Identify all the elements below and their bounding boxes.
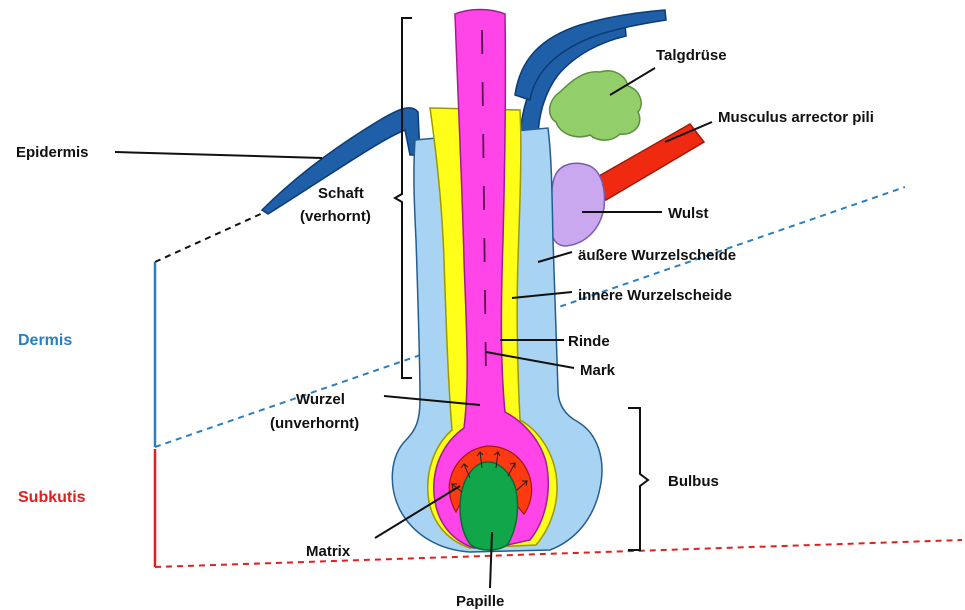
- wulst-label: Wulst: [668, 205, 709, 222]
- wurzel-label: Wurzel: [296, 391, 345, 408]
- sebaceous-gland-shape: [550, 71, 642, 140]
- rinde-label: Rinde: [568, 333, 610, 350]
- talgdruese-label: Talgdrüse: [656, 47, 727, 64]
- bulbus-bracket: [628, 408, 648, 550]
- musculus-label: Musculus arrector pili: [718, 109, 874, 126]
- aeussere-label: äußere Wurzelscheide: [578, 247, 736, 264]
- epidermis-label: Epidermis: [16, 144, 89, 161]
- bulbus-label: Bulbus: [668, 473, 719, 490]
- subkutis-label: Subkutis: [18, 489, 86, 506]
- epidermis-dermis-boundary: [155, 212, 265, 262]
- schaft-note-label: (verhornt): [300, 208, 371, 225]
- bulge-shape: [551, 163, 605, 246]
- schaft-bracket: [395, 18, 412, 378]
- schaft-label: Schaft: [318, 185, 364, 202]
- mark-label: Mark: [580, 362, 616, 379]
- papille-label: Papille: [456, 593, 504, 610]
- matrix-label: Matrix: [306, 543, 351, 560]
- innere-label: innere Wurzelscheide: [578, 287, 732, 304]
- wurzel-note-label: (unverhornt): [270, 415, 359, 432]
- dermis-label: Dermis: [18, 332, 72, 349]
- epidermis-leader: [115, 152, 322, 158]
